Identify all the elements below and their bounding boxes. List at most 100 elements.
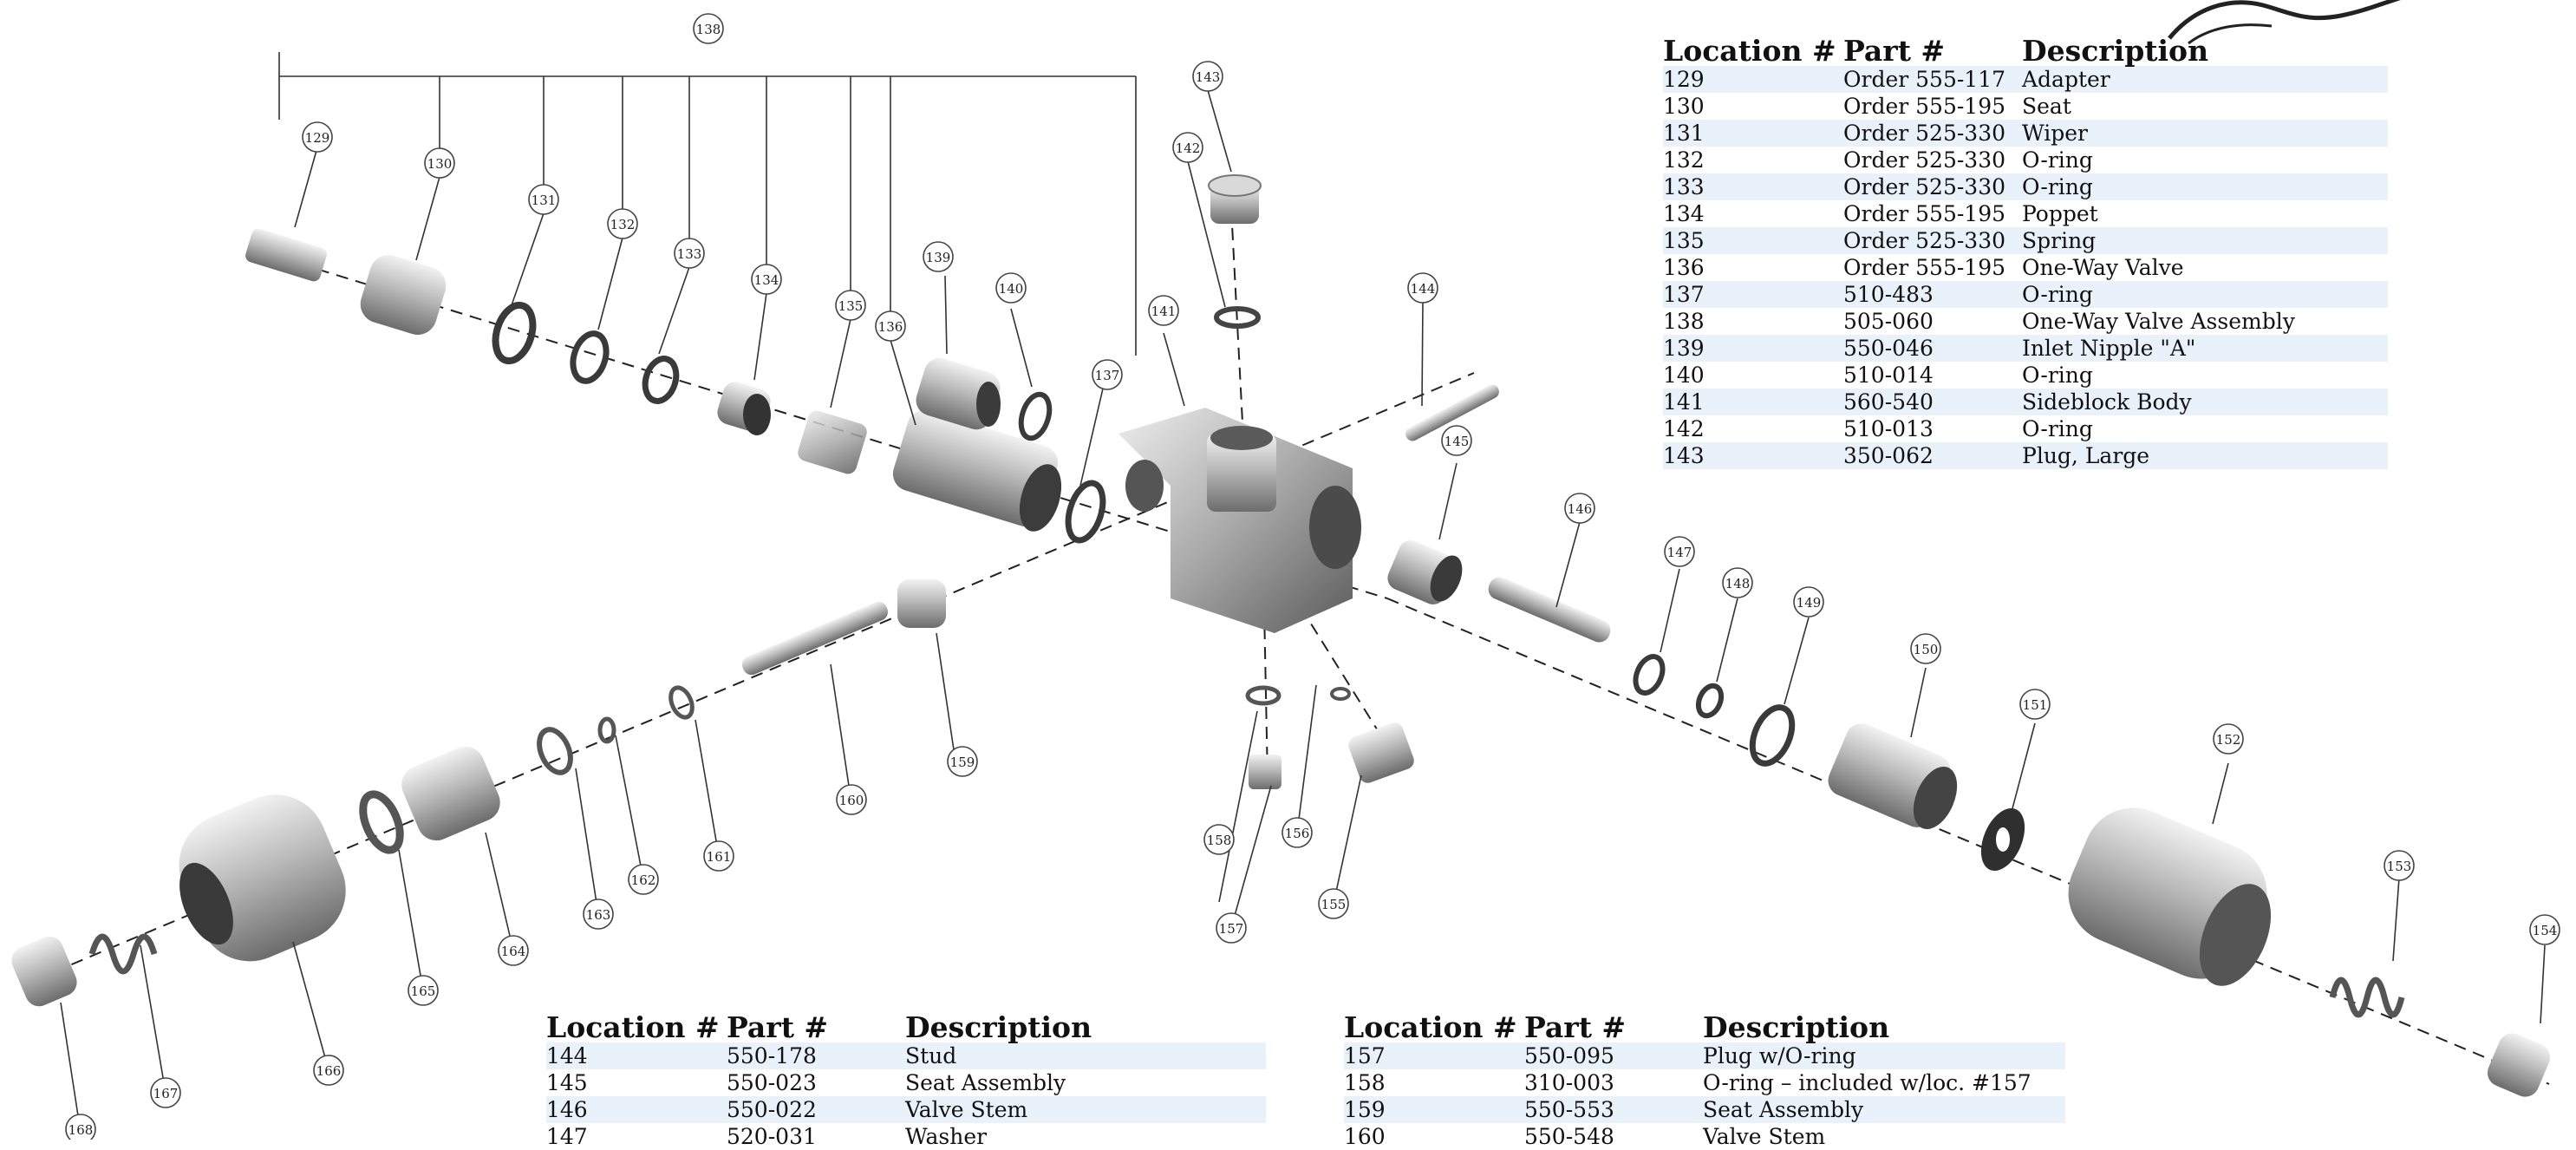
callout-number: 150: [1914, 642, 1939, 657]
callout-circle: [947, 746, 978, 777]
table-row: 160 550-548 Valve Stem: [1344, 1123, 2065, 1150]
callout-163: 163: [583, 898, 614, 930]
header-location: Location #: [1344, 1010, 1517, 1044]
table-header-row: Location # Part # Description: [546, 1013, 1266, 1042]
part-number-cell: 550-548: [1524, 1124, 1614, 1149]
location-cell: 158: [1344, 1070, 1386, 1095]
callout-circle: [1793, 586, 1824, 617]
location-cell: 160: [1344, 1124, 1386, 1149]
callout-166: 166: [313, 1055, 344, 1086]
header-part: Part #: [727, 1010, 829, 1044]
part-number-cell: 520-031: [727, 1124, 817, 1149]
location-cell: 141: [1663, 389, 1843, 415]
callout-number: 132: [610, 217, 636, 232]
part-number-cell: 550-553: [1524, 1096, 1703, 1123]
callout-number: 149: [1797, 595, 1822, 611]
callout-144: 144: [1407, 272, 1438, 304]
callout-circle: [703, 840, 734, 872]
callout-circle: [1318, 888, 1349, 919]
callout-145: 145: [1441, 425, 1472, 456]
header-description: Description: [905, 1010, 1092, 1044]
callout-151: 151: [2019, 689, 2051, 720]
description-cell: Sideblock Body: [2022, 389, 2388, 415]
callout-number: 136: [878, 319, 903, 335]
callout-number: 135: [838, 298, 864, 314]
part-number-cell: Order 525-330: [1843, 147, 2006, 173]
callout-134: 134: [751, 264, 782, 295]
location-cell: 142: [1663, 416, 1705, 441]
callout-147: 147: [1664, 536, 1695, 567]
description-cell: One-Way Valve: [2022, 255, 2184, 280]
part-number-cell: 550-023: [727, 1070, 817, 1095]
callout-circle: [607, 208, 638, 239]
callout-circle: [693, 13, 724, 44]
callout-circle: [2384, 850, 2415, 881]
callout-circle: [1910, 633, 1941, 664]
description-cell: Seat Assembly: [905, 1070, 1066, 1095]
callout-number: 167: [153, 1086, 179, 1101]
callout-number: 153: [2387, 859, 2412, 874]
callout-133: 133: [674, 238, 705, 269]
part-number-cell: 550-022: [727, 1096, 905, 1123]
callout-number: 141: [1151, 304, 1177, 319]
callout-number: 130: [427, 156, 453, 172]
location-cell: 140: [1663, 363, 1705, 388]
callout-142: 142: [1172, 132, 1203, 163]
callout-number: 147: [1667, 545, 1692, 560]
location-cell: 133: [1663, 173, 1843, 200]
callout-137: 137: [1092, 359, 1123, 390]
location-cell: 134: [1663, 201, 1705, 226]
callout-number: 164: [501, 944, 526, 959]
description-cell: Valve Stem: [1703, 1124, 1826, 1149]
location-cell: 131: [1663, 120, 1843, 147]
callout-164: 164: [498, 935, 529, 966]
location-cell: 146: [546, 1096, 727, 1123]
callout-136: 136: [875, 310, 906, 342]
callout-circle: [751, 264, 782, 295]
callout-number: 131: [532, 193, 557, 208]
callout-number: 148: [1725, 576, 1751, 591]
part-illustrations: [11, 174, 2551, 1097]
callout-number: 142: [1176, 140, 1201, 156]
callout-number: 144: [1411, 281, 1436, 297]
part-number-cell: Order 525-330: [1843, 120, 2022, 147]
callout-number: 168: [68, 1122, 94, 1138]
location-cell: 143: [1663, 442, 1843, 469]
description-cell: One-Way Valve Assembly: [2022, 309, 2295, 334]
callout-153: 153: [2384, 850, 2415, 881]
callout-circle: [836, 784, 867, 815]
callout-number: 165: [411, 983, 436, 999]
description-cell: O-ring: [2022, 281, 2388, 308]
callout-132: 132: [607, 208, 638, 239]
brand-logo-flourish: [2168, 0, 2401, 45]
description-cell: Wiper: [2022, 120, 2388, 147]
part-number-cell: Order 525-330: [1843, 227, 2022, 254]
part-number-cell: Order 555-117: [1843, 66, 2022, 93]
part-number-cell: 510-014: [1843, 363, 1934, 388]
part-number-cell: 560-540: [1843, 389, 2022, 415]
callout-circle: [408, 975, 439, 1006]
callout-circle: [2213, 723, 2244, 755]
callout-158: 158: [1203, 824, 1235, 855]
callout-131: 131: [528, 184, 559, 215]
callout-circle: [1092, 359, 1123, 390]
callout-circle: [528, 184, 559, 215]
part-number-cell: 550-178: [727, 1042, 905, 1069]
callout-number: 152: [2216, 732, 2241, 748]
part-number-cell: Order 525-330: [1843, 173, 2022, 200]
callout-138: 138: [693, 13, 724, 44]
callout-number: 160: [839, 793, 864, 808]
description-cell: Washer: [905, 1124, 988, 1149]
